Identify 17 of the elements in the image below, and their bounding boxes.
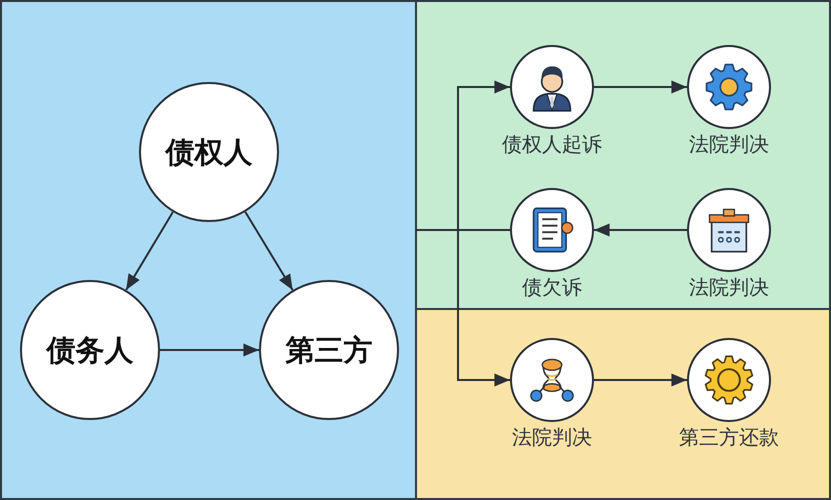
node-label: 债欠诉 (522, 275, 582, 299)
arrow (244, 211, 294, 291)
arrow (594, 374, 687, 386)
section-panel (0, 0, 417, 500)
node-label: 债权人 (166, 134, 252, 170)
arrow (416, 229, 510, 386)
node-label: 法院判决 (512, 425, 592, 449)
arrow (160, 344, 259, 356)
node-label: 债权人起诉 (502, 132, 602, 156)
node-label: 法院判决 (689, 132, 769, 156)
node-label: 债务人 (46, 332, 134, 368)
node-label: 法院判决 (689, 275, 769, 299)
arrow (594, 224, 687, 236)
arrow (125, 211, 174, 291)
node-label: 第三方还款 (679, 425, 779, 449)
node-label: 第三方 (286, 332, 372, 368)
arrow (594, 80, 687, 94)
